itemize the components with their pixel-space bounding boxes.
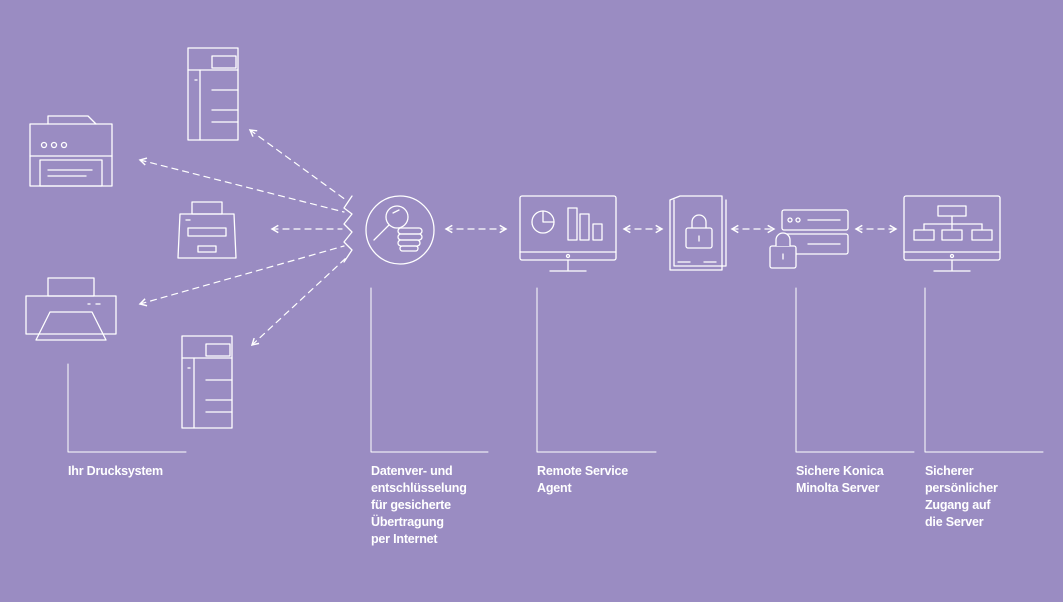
leader-server xyxy=(795,287,915,453)
label-drucksystem: Ihr Drucksystem xyxy=(68,464,163,478)
printer-connection-arrows xyxy=(138,129,347,346)
leader-verschluesselung xyxy=(370,287,489,453)
label-server: Sichere Konica Minolta Server xyxy=(796,464,884,495)
leader-drucksystem xyxy=(67,363,187,453)
compact-printer-icon xyxy=(177,201,237,259)
label-agent: Remote Service Agent xyxy=(537,464,628,495)
label-leaders xyxy=(67,287,1044,453)
tall-copier-icon-top xyxy=(187,47,239,141)
monitor-hierarchy-icon xyxy=(903,195,1001,272)
monitor-chart-icon xyxy=(519,195,617,272)
document-lock-icon xyxy=(669,195,727,271)
transmission-zigzag xyxy=(343,195,353,263)
label-zugang: Sicherer persönlicher Zugang auf die Ser… xyxy=(925,464,998,529)
leader-zugang xyxy=(924,287,1044,453)
magnifier-hand-icon xyxy=(365,195,435,265)
server-lock-icon xyxy=(769,209,849,269)
desktop-printer-icon xyxy=(29,115,113,187)
flatbed-printer-icon xyxy=(25,277,117,341)
tall-copier-icon-bottom xyxy=(181,335,233,429)
label-verschluesselung: Datenver- und entschlüsselung für gesich… xyxy=(371,464,467,546)
leader-agent xyxy=(536,287,657,453)
